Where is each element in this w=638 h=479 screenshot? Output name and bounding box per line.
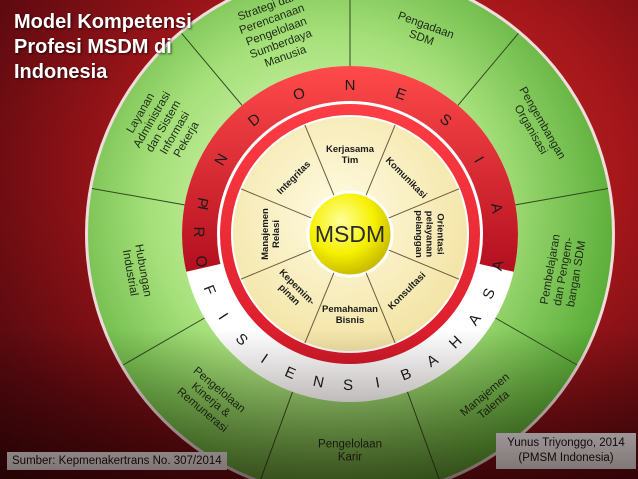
outer-spoke [91,188,185,206]
outer-spoke [181,32,243,106]
ring-letter-top: O [291,84,308,104]
competency-kerjasama-tim-line: Kerjasama [326,144,375,155]
outer-spoke [122,317,205,366]
competency-manajemen-relasi-line: Manajemen [260,208,271,260]
competency-pemahaman-bisnis-line: Bisnis [336,315,365,326]
inner-spoke [304,272,335,344]
source-caption: Sumber: Kepmenakertrans No. 307/2014 [7,452,227,470]
ring-letter-bottom: I [374,374,381,391]
center-label: MSDM [315,221,385,247]
inner-spoke [388,188,460,219]
inner-spoke [365,272,396,344]
ring-letter-bottom: S [343,377,353,394]
author-org: (PMSM Indonesia) [518,452,614,464]
center-circle [306,190,394,278]
inner-spoke [365,124,396,196]
outer-spoke [495,317,578,366]
function-pengelolaan-karir-line: Pengelolaan [318,438,382,450]
outer-spoke [260,391,294,479]
red-word-arc [182,65,518,272]
ring-letter-bottom: O [192,254,211,269]
competency-orientasi-pelayanan-line: pelayanan [424,211,435,258]
divider-ring [217,101,483,367]
competency-orientasi-pelayanan-line: Orientasi [435,213,446,254]
competency-kerjasama-tim-line: Tim [342,155,359,166]
competency-orientasi-pelayanan-line: pelanggan [413,210,424,258]
ring-letter-bottom: A [489,259,508,272]
ring-letter-bottom: R [190,226,207,237]
outer-spoke [406,391,440,479]
outer-spoke [515,188,609,206]
ring-letter-top: N [345,77,356,94]
author-name: Yunus Triyonggo, 2014 [507,437,625,449]
ring-letter-top: A [487,202,505,215]
inner-spoke [240,249,312,280]
slide-title: Model Kompetensi Profesi MSDM di Indones… [14,11,192,83]
ring-letter-top: I [195,205,212,212]
author-caption: Yunus Triyonggo, 2014 (PMSM Indonesia) [496,433,636,469]
inner-spoke [240,188,312,219]
inner-spoke [304,124,335,196]
outer-spoke [457,32,519,106]
inner-spoke [388,249,460,280]
ring-letter-bottom: N [311,373,325,392]
competency-manajemen-relasi-line: Relasi [271,220,282,248]
competency-pemahaman-bisnis-line: Pemahaman [322,304,378,315]
ring-letter-bottom: P [192,196,211,209]
function-pengelolaan-karir-line: Karir [338,452,362,464]
